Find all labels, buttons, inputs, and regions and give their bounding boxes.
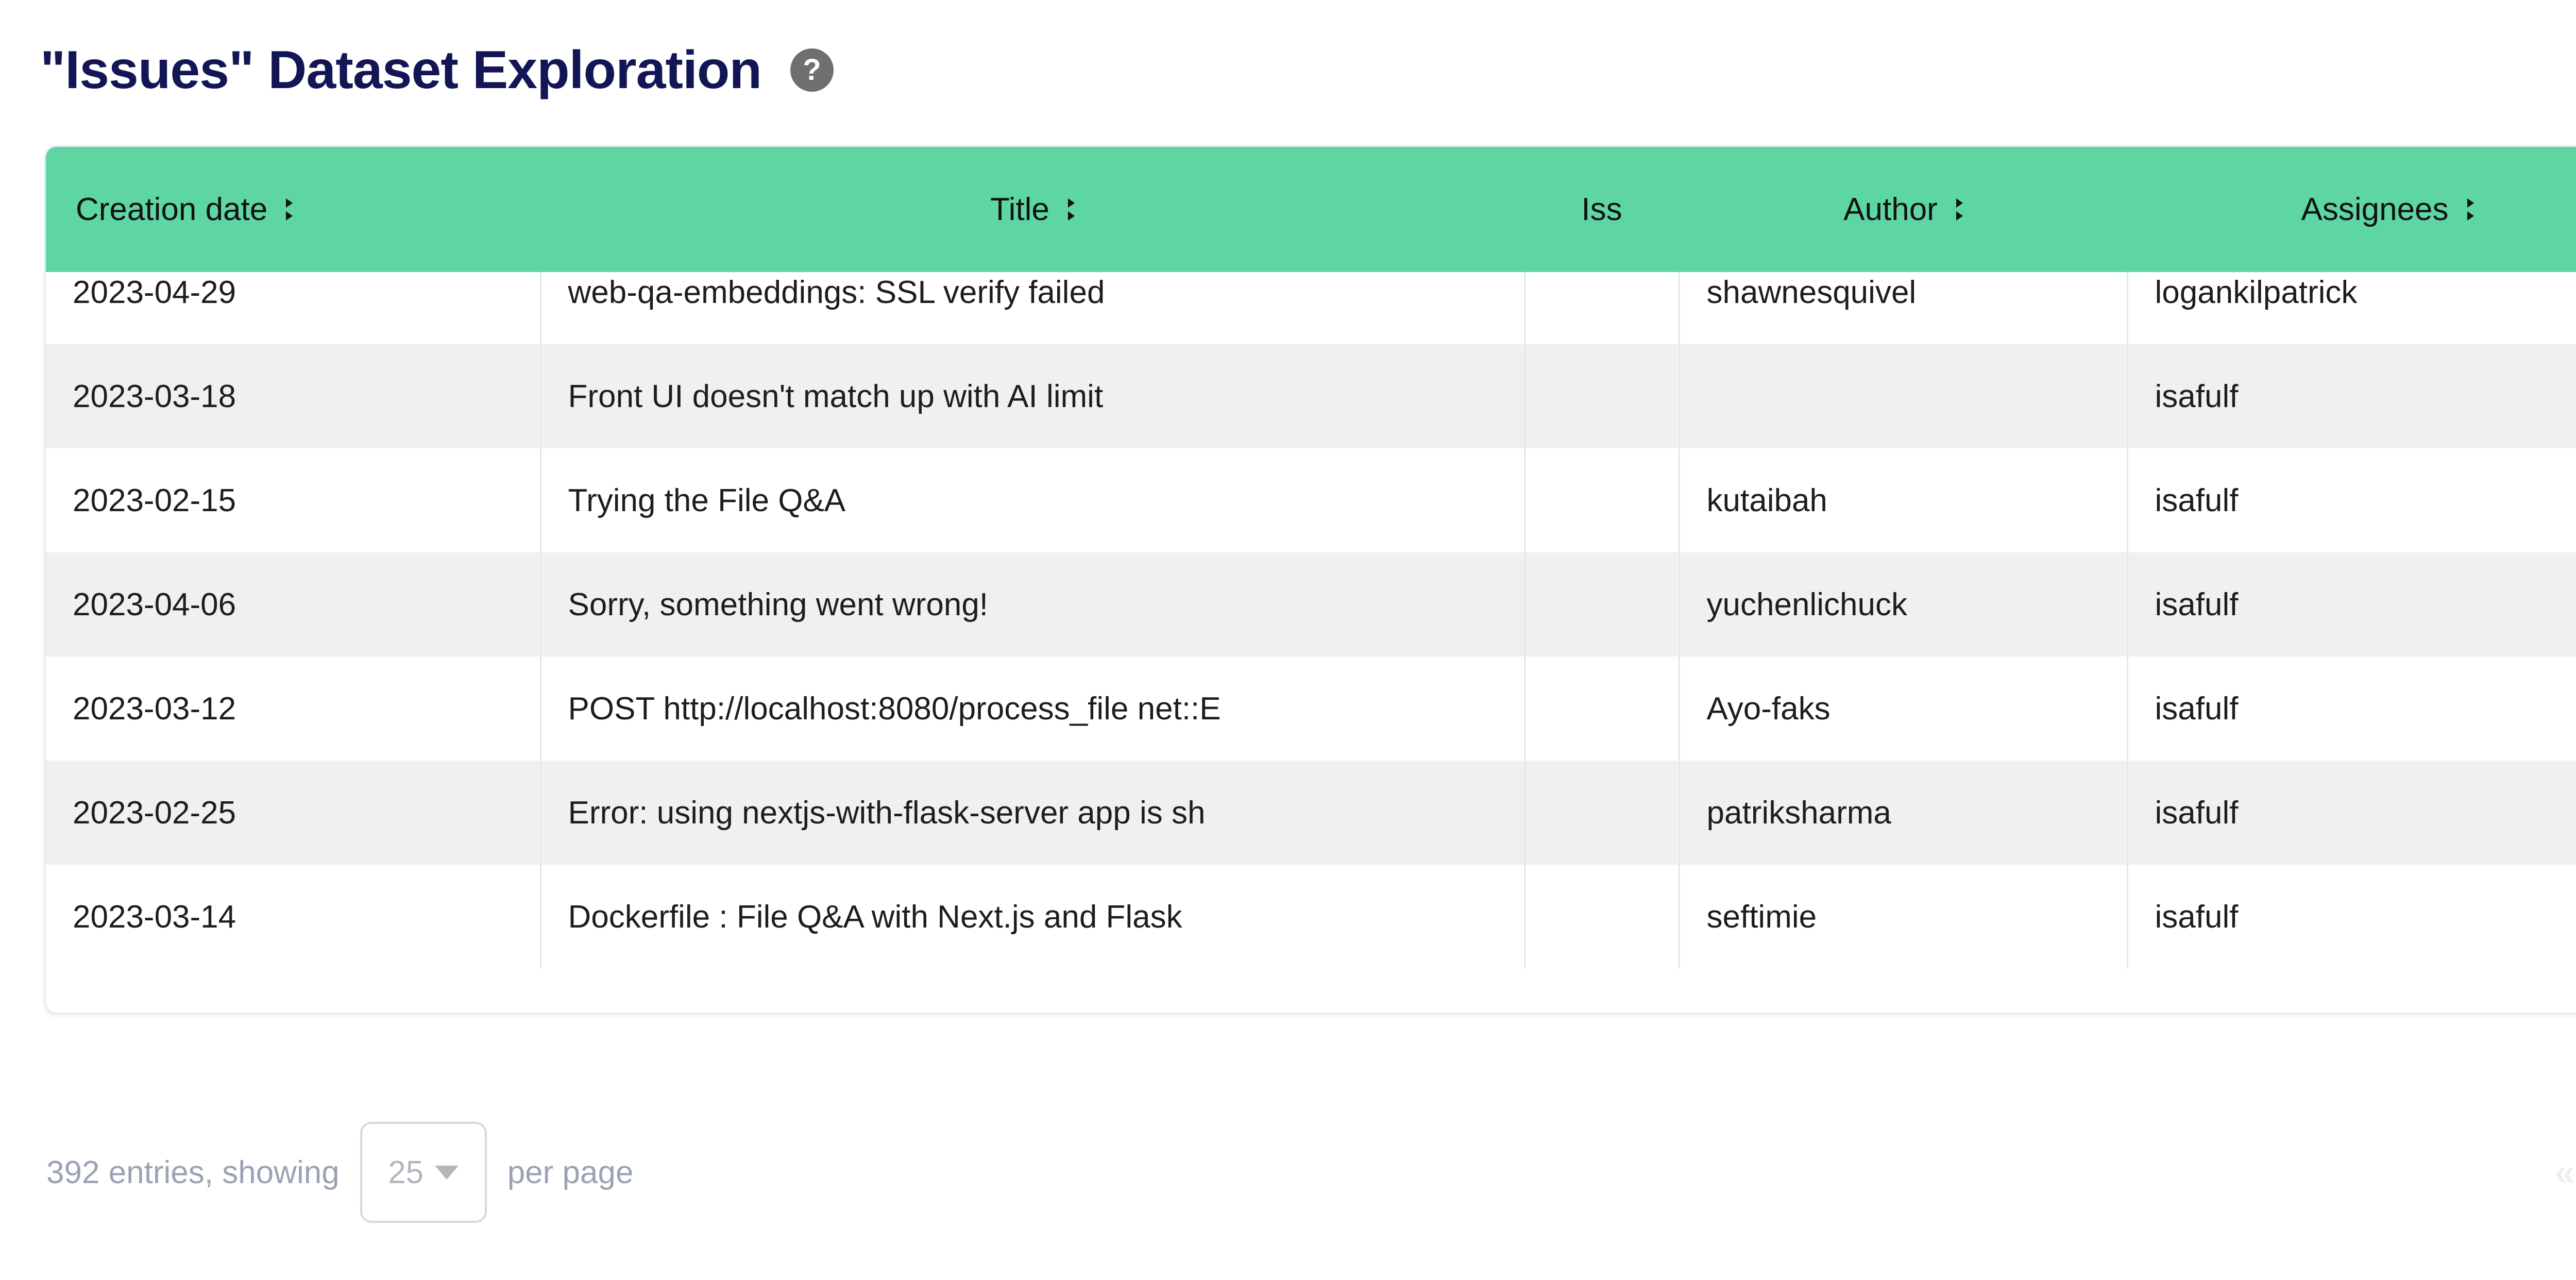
- cell-iss: [1524, 344, 1680, 448]
- cell-assignees: isafulf: [2127, 448, 2576, 552]
- cell-iss: [1524, 656, 1680, 761]
- help-circle-icon[interactable]: ?: [790, 48, 834, 92]
- column-header-iss[interactable]: Iss: [1524, 147, 1679, 272]
- cell-iss: [1524, 552, 1680, 656]
- cell-author: seftimie: [1679, 865, 2128, 969]
- cell-author: kutaibah: [1679, 448, 2128, 552]
- cell-iss: [1524, 761, 1680, 865]
- table-header-row: Creation date Title Is: [46, 147, 2576, 272]
- table-row[interactable]: 2023-02-25 Error: using nextjs-with-flas…: [46, 761, 2576, 865]
- cell-creation-date: 2023-03-14: [46, 865, 541, 969]
- cell-creation-date: 2023-02-25: [46, 761, 541, 865]
- sort-toggle-icon[interactable]: [286, 198, 293, 221]
- cell-title: Error: using nextjs-with-flask-server ap…: [540, 761, 1526, 865]
- sort-toggle-icon[interactable]: [2467, 198, 2474, 221]
- cell-title: Sorry, something went wrong!: [540, 552, 1526, 656]
- cell-creation-date: 2023-04-06: [46, 552, 541, 656]
- cell-author: yuchenlichuck: [1679, 552, 2128, 656]
- table-row[interactable]: 2023-03-18 Front UI doesn't match up wit…: [46, 344, 2576, 448]
- cell-assignees: isafulf: [2127, 552, 2576, 656]
- table-body: 2023-04-29 web-qa-embeddings: SSL verify…: [46, 240, 2576, 969]
- cell-author: [1679, 344, 2128, 448]
- column-header-label: Iss: [1581, 192, 1622, 227]
- issues-table: Creation date Title Is: [46, 147, 2576, 969]
- table-footer: 392 entries, showing 25 per page « ‹ 1/1…: [0, 1113, 2576, 1232]
- cell-assignees: isafulf: [2127, 865, 2576, 969]
- page-title: "Issues" Dataset Exploration: [40, 40, 762, 100]
- per-page-select[interactable]: 25: [360, 1122, 487, 1223]
- entries-count-label: 392 entries, showing: [46, 1154, 340, 1190]
- column-header-title[interactable]: Title: [540, 147, 1524, 272]
- cell-iss: [1524, 865, 1680, 969]
- cell-creation-date: 2023-03-12: [46, 656, 541, 761]
- column-header-label: Creation date: [76, 192, 268, 227]
- chevron-down-icon: [435, 1165, 459, 1180]
- cell-creation-date: 2023-02-15: [46, 448, 541, 552]
- table-row[interactable]: 2023-04-06 Sorry, something went wrong! …: [46, 552, 2576, 656]
- column-header-label: Title: [990, 192, 1049, 227]
- cell-title: POST http://localhost:8080/process_file …: [540, 656, 1526, 761]
- page-header: "Issues" Dataset Exploration ?: [0, 0, 2576, 140]
- table-row[interactable]: 2023-03-12 POST http://localhost:8080/pr…: [46, 656, 2576, 761]
- column-header-label: Assignees: [2301, 192, 2449, 227]
- cell-assignees: isafulf: [2127, 761, 2576, 865]
- table-row[interactable]: 2023-03-14 Dockerfile : File Q&A with Ne…: [46, 865, 2576, 969]
- entries-summary: 392 entries, showing 25 per page: [46, 1122, 633, 1223]
- table-scroll-region[interactable]: Creation date Title Is: [46, 147, 2576, 1013]
- cell-title: Trying the File Q&A: [540, 448, 1526, 552]
- cell-creation-date: 2023-03-18: [46, 344, 541, 448]
- issues-table-card: Creation date Title Is: [44, 145, 2576, 1014]
- cell-assignees: isafulf: [2127, 344, 2576, 448]
- table-head: Creation date Title Is: [46, 147, 2576, 272]
- column-header-label: Author: [1843, 192, 1938, 227]
- sort-toggle-icon[interactable]: [1067, 198, 1075, 221]
- column-header-creation-date[interactable]: Creation date: [46, 147, 540, 272]
- cell-assignees: isafulf: [2127, 656, 2576, 761]
- column-header-author[interactable]: Author: [1679, 147, 2127, 272]
- cell-title: Front UI doesn't match up with AI limit: [540, 344, 1526, 448]
- table-row[interactable]: 2023-02-15 Trying the File Q&A kutaibah …: [46, 448, 2576, 552]
- first-page-button[interactable]: «: [2554, 1152, 2575, 1192]
- column-header-assignees[interactable]: Assignees: [2127, 147, 2576, 272]
- cell-author: patriksharma: [1679, 761, 2128, 865]
- per-page-suffix-label: per page: [507, 1154, 634, 1190]
- cell-author: Ayo-faks: [1679, 656, 2128, 761]
- cell-iss: [1524, 448, 1680, 552]
- cell-title: Dockerfile : File Q&A with Next.js and F…: [540, 865, 1526, 969]
- pagination-controls: « ‹ 1/16 › »: [2555, 1154, 2576, 1191]
- sort-toggle-icon[interactable]: [1956, 198, 1963, 221]
- per-page-value: 25: [388, 1154, 424, 1190]
